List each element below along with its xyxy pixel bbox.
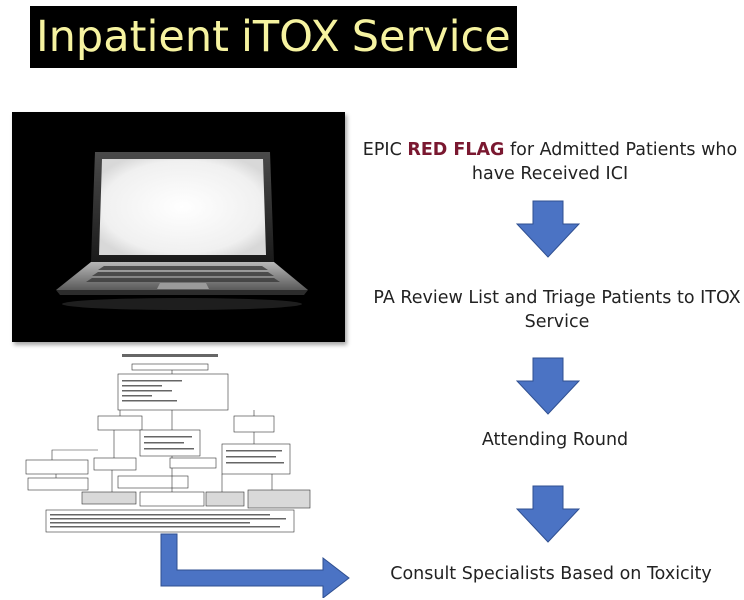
down-arrow-icon [516, 485, 580, 543]
step-1-prefix: EPIC [362, 140, 408, 160]
step-4-text: Consult Specialists Based on Toxicity [390, 564, 712, 584]
laptop-illustration [56, 152, 308, 310]
step-1-suffix: for Admitted Patients who have Received … [471, 140, 738, 184]
flowchart-thumbnail: Approach to the evaluation and managemen… [22, 350, 312, 536]
step-2-text: PA Review List and Triage Patients to IT… [373, 288, 741, 332]
title-word-2: iTOX [234, 6, 346, 68]
step-1-text: EPIC RED FLAG for Admitted Patients who … [362, 138, 738, 186]
flowchart-title: Approach to the evaluation and managemen… [312, 350, 313, 351]
title-word-1: Inpatient [30, 6, 235, 68]
bent-arrow-icon [160, 533, 350, 598]
laptop-image [12, 112, 345, 342]
flowchart-diagram [25, 354, 311, 533]
red-flag-label: RED FLAG [407, 140, 505, 160]
down-arrow-icon [516, 357, 580, 415]
down-arrow-icon [516, 200, 580, 258]
title-word-3: Service [345, 6, 517, 68]
step-3-text: Attending Round [481, 430, 629, 450]
